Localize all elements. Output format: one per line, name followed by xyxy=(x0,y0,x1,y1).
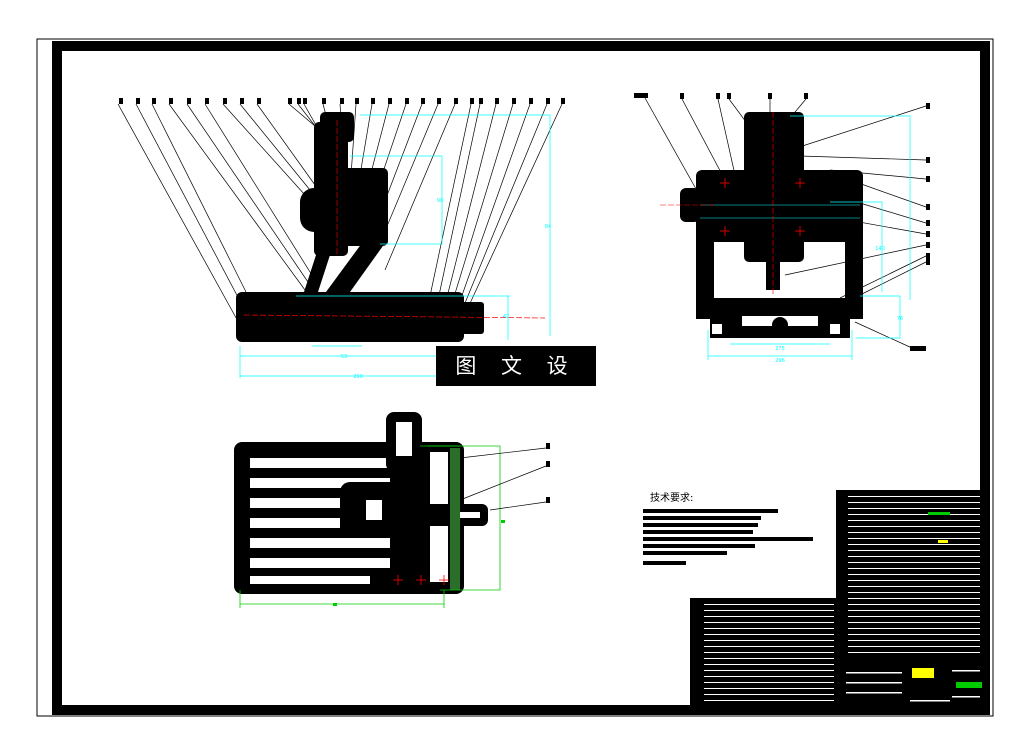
top-view xyxy=(234,412,550,608)
table-row-rule xyxy=(848,556,980,557)
front-dim-3: 98 xyxy=(437,198,443,204)
table-row-rule xyxy=(848,640,980,641)
table-row-rule xyxy=(704,616,834,617)
table-row-rule xyxy=(848,532,980,533)
side-dim-2: 140 xyxy=(875,246,885,252)
table-row-rule xyxy=(848,586,980,587)
table-row-rule xyxy=(848,520,980,521)
front-view: 53 250 84 98 42 xyxy=(117,98,565,380)
table-row-rule xyxy=(848,598,980,599)
table-row-rule xyxy=(848,652,980,653)
table-row-rule xyxy=(848,526,980,527)
front-dim-2: 84 xyxy=(545,224,551,230)
table-row-rule xyxy=(848,604,980,605)
table-row-rule xyxy=(848,646,980,647)
table-row-rule xyxy=(704,622,834,623)
front-motor xyxy=(458,302,484,334)
table-row-rule xyxy=(848,616,980,617)
front-dim-0: 250 xyxy=(353,374,363,380)
table-row-rule xyxy=(848,538,980,539)
table-row-rule xyxy=(704,604,834,605)
table-row-rule xyxy=(704,640,834,641)
parts-list-left xyxy=(690,598,838,706)
side-view: 275 296 140 76 xyxy=(634,93,930,364)
title-block xyxy=(836,660,983,706)
table-row-rule xyxy=(848,514,980,515)
table-row-rule xyxy=(848,496,980,497)
table-row-rule xyxy=(704,676,834,677)
table-row-rule xyxy=(704,628,834,629)
outer-frame xyxy=(36,38,994,717)
table-row-rule xyxy=(704,688,834,689)
table-row-rule xyxy=(848,544,980,545)
table-row-rule xyxy=(704,682,834,683)
side-dim-3: 76 xyxy=(897,316,903,322)
front-head xyxy=(330,168,388,246)
table-row-rule xyxy=(704,634,834,635)
table-row-rule xyxy=(704,652,834,653)
table-row-rule xyxy=(848,628,980,629)
watermark-badge: 图 文 设 计 xyxy=(436,346,596,418)
table-row-rule xyxy=(704,664,834,665)
table-row-rule xyxy=(704,670,834,671)
inner-border xyxy=(52,41,990,715)
table-row-rule xyxy=(848,562,980,563)
table-row-rule xyxy=(848,622,980,623)
side-view-leader-marks xyxy=(634,93,930,351)
table-row-rule xyxy=(704,700,834,701)
table-row-rule xyxy=(704,694,834,695)
table-row-rule xyxy=(848,592,980,593)
front-view-leader-marks xyxy=(119,98,565,104)
front-dim-1: 53 xyxy=(341,354,347,360)
table-row-rule xyxy=(704,658,834,659)
front-dim-4: 42 xyxy=(503,314,509,320)
table-row-rule xyxy=(848,574,980,575)
table-row-rule xyxy=(848,502,980,503)
table-row-rule xyxy=(848,580,980,581)
technical-requirements-lines xyxy=(643,509,813,565)
side-dim-0: 275 xyxy=(775,346,785,352)
table-row-rule xyxy=(704,646,834,647)
table-row-rule xyxy=(848,550,980,551)
technical-requirements-title: 技术要求: xyxy=(650,493,694,504)
table-row-rule xyxy=(848,508,980,509)
table-row-rule xyxy=(848,568,980,569)
table-row-rule xyxy=(704,610,834,611)
front-base xyxy=(236,292,464,342)
table-row-rule xyxy=(848,610,980,611)
parts-list-right xyxy=(836,490,983,662)
side-dim-1: 296 xyxy=(775,358,785,364)
table-row-rule xyxy=(848,634,980,635)
